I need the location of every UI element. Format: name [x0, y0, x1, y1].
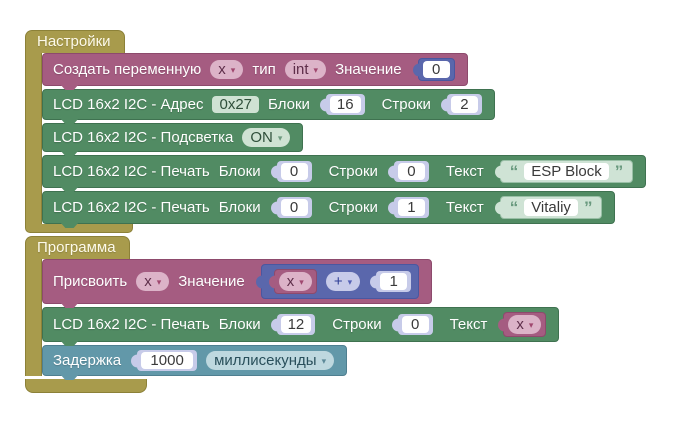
block-label: LCD 16x2 I2C - Подсветка [53, 129, 234, 146]
settings-block[interactable]: Настройки Создать переменную x ▾ тип int… [25, 30, 647, 233]
variable-dropdown[interactable]: x ▾ [210, 60, 244, 79]
column-field[interactable]: 0 [280, 163, 308, 180]
block-label: тип [252, 61, 276, 78]
settings-block-body: Создать переменную x ▾ тип int ▾ Значени… [25, 53, 647, 224]
create-variable-block[interactable]: Создать переменную x ▾ тип int ▾ Значени… [42, 53, 468, 86]
block-label: Блоки [218, 163, 261, 180]
close-quote-icon: ” [614, 162, 624, 181]
number-value-block[interactable]: 0 [417, 58, 455, 81]
block-label: Значение [178, 273, 245, 290]
block-label: Блоки [218, 316, 261, 333]
row-field[interactable]: 0 [397, 163, 425, 180]
column-field[interactable]: 0 [280, 199, 308, 216]
block-label: Создать переменную [53, 61, 202, 78]
block-label: Текст [445, 199, 484, 216]
program-block-foot[interactable] [25, 379, 147, 393]
number-socket[interactable]: 1 [393, 197, 429, 218]
operator-dropdown-value: + [333, 273, 343, 290]
dropdown-arrow-icon: ▾ [277, 133, 283, 143]
program-block-header[interactable]: Программа [25, 236, 130, 259]
arithmetic-expression-block[interactable]: x ▾ + ▾ 1 [260, 264, 420, 299]
program-block[interactable]: Программа Присвоить x ▾ Значение x ▾ [25, 236, 646, 393]
program-block-body: Присвоить x ▾ Значение x ▾ [25, 259, 646, 376]
variable-dropdown-value: x [218, 61, 226, 78]
unit-dropdown-value: миллисекунды [214, 352, 317, 369]
backlight-dropdown-value: ON [250, 129, 273, 146]
number-socket[interactable]: 0 [276, 161, 312, 182]
operator-dropdown[interactable]: + ▾ [325, 272, 361, 291]
text-field[interactable]: ESP Block [524, 163, 609, 180]
block-label: Значение [335, 61, 402, 78]
program-block-label: Программа [37, 239, 116, 256]
unit-dropdown[interactable]: миллисекунды ▾ [206, 351, 335, 370]
dropdown-arrow-icon: ▾ [347, 277, 353, 287]
string-value-block[interactable]: “ Vitaliy ” [499, 196, 603, 219]
open-quote-icon: “ [509, 162, 519, 181]
dropdown-arrow-icon: ▾ [313, 65, 319, 75]
block-label: Присвоить [53, 273, 128, 290]
number-socket[interactable]: 0 [397, 314, 433, 335]
type-dropdown-value: int [292, 61, 309, 78]
number-socket[interactable]: 12 [276, 314, 316, 335]
block-label: Текст [449, 316, 488, 333]
duration-field[interactable]: 1000 [141, 352, 194, 369]
close-quote-icon: ” [583, 198, 593, 217]
variable-dropdown-value: x [286, 273, 295, 290]
string-value-block[interactable]: “ ESP Block ” [499, 160, 634, 183]
dropdown-arrow-icon: ▾ [156, 277, 162, 287]
block-label: Строки [381, 96, 431, 113]
variable-dropdown[interactable]: x ▾ [508, 315, 542, 334]
variable-dropdown-value: x [144, 273, 152, 290]
block-label: Строки [328, 163, 378, 180]
address-field[interactable]: 0x27 [212, 96, 260, 113]
variable-value-block[interactable]: x ▾ [273, 269, 317, 294]
column-field[interactable]: 12 [280, 316, 312, 333]
variable-dropdown[interactable]: x ▾ [136, 272, 170, 291]
assign-variable-block[interactable]: Присвоить x ▾ Значение x ▾ [42, 259, 433, 304]
block-label: Строки [332, 316, 382, 333]
variable-value-block[interactable]: x ▾ [503, 312, 547, 337]
block-label: LCD 16x2 I2C - Печать [53, 199, 210, 216]
delay-block[interactable]: Задержка 1000 миллисекунды ▾ [42, 345, 348, 376]
rows-field[interactable]: 2 [450, 96, 478, 113]
dropdown-arrow-icon: ▾ [230, 65, 236, 75]
settings-block-foot[interactable] [25, 224, 133, 233]
dropdown-arrow-icon: ▾ [299, 277, 304, 287]
number-socket[interactable]: 16 [325, 94, 365, 115]
number-socket[interactable]: 1 [376, 271, 412, 292]
number-socket[interactable]: 1000 [137, 350, 198, 371]
backlight-dropdown[interactable]: ON ▾ [242, 128, 291, 147]
value-field[interactable]: 0 [422, 61, 450, 78]
lcd-backlight-block[interactable]: LCD 16x2 I2C - Подсветка ON ▾ [42, 123, 304, 152]
number-socket[interactable]: 2 [446, 94, 482, 115]
dropdown-arrow-icon: ▾ [528, 320, 534, 330]
row-field[interactable]: 1 [397, 199, 425, 216]
variable-dropdown-value: x [516, 316, 524, 333]
block-label: Блоки [268, 96, 310, 113]
type-dropdown[interactable]: int ▾ [284, 60, 327, 79]
block-label: Задержка [53, 352, 122, 369]
open-quote-icon: “ [509, 198, 519, 217]
number-socket[interactable]: 0 [393, 161, 429, 182]
dropdown-arrow-icon: ▾ [321, 356, 327, 366]
settings-block-header[interactable]: Настройки [25, 30, 125, 53]
block-label: Текст [445, 163, 484, 180]
block-label: Строки [328, 199, 378, 216]
block-label: Блоки [218, 199, 261, 216]
block-stacks: Настройки Создать переменную x ▾ тип int… [25, 30, 647, 393]
row-field[interactable]: 0 [401, 316, 429, 333]
lcd-address-block[interactable]: LCD 16x2 I2C - Адрес 0x27 Блоки 16 Строк… [42, 89, 495, 120]
variable-dropdown[interactable]: x ▾ [278, 272, 312, 291]
lcd-print-block[interactable]: LCD 16x2 I2C - Печать Блоки 0 Строки 1 Т… [42, 191, 616, 224]
lcd-print-block[interactable]: LCD 16x2 I2C - Печать Блоки 0 Строки 0 Т… [42, 155, 647, 188]
block-label: LCD 16x2 I2C - Печать [53, 316, 210, 333]
settings-block-label: Настройки [37, 33, 111, 50]
number-socket[interactable]: 0 [276, 197, 312, 218]
operand-field[interactable]: 1 [380, 273, 408, 290]
columns-field[interactable]: 16 [329, 96, 361, 113]
text-field[interactable]: Vitaliy [524, 199, 578, 216]
block-label: LCD 16x2 I2C - Печать [53, 163, 210, 180]
block-label: LCD 16x2 I2C - Адрес [53, 96, 204, 113]
lcd-print-block[interactable]: LCD 16x2 I2C - Печать Блоки 12 Строки 0 … [42, 307, 560, 342]
